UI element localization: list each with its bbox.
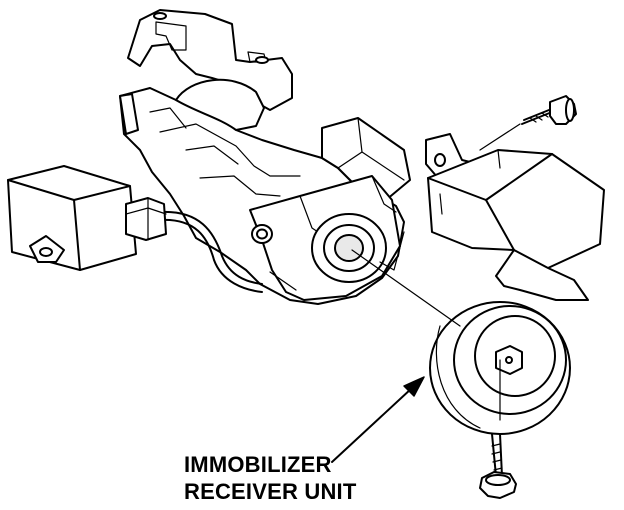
bolt-bottom xyxy=(479,433,517,499)
callout-label-line-1: IMMOBILIZER xyxy=(184,452,332,477)
wire-harness xyxy=(159,210,263,293)
callout-label-line-2: RECEIVER UNIT xyxy=(184,479,357,504)
alignment-lines xyxy=(351,123,521,421)
control-module xyxy=(7,165,167,271)
callout-label: IMMOBILIZER RECEIVER UNIT xyxy=(184,451,384,505)
immobilizer-receiver-unit xyxy=(425,133,605,435)
callout-arrow xyxy=(331,376,425,463)
ignition-switch-housing xyxy=(119,9,411,305)
bolt-top xyxy=(521,95,577,125)
